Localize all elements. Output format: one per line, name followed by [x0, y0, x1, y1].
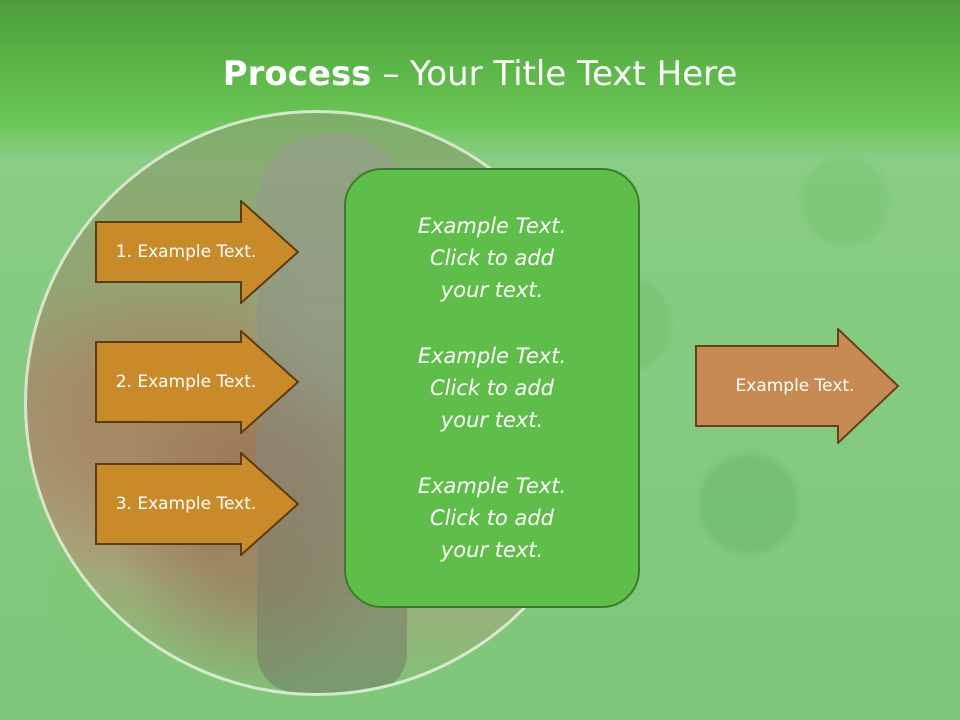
arrow-shape — [95, 200, 300, 304]
center-line: your text. — [440, 538, 544, 562]
step-arrow-2[interactable]: 2. Example Text. — [95, 330, 300, 434]
center-line: Click to add — [429, 246, 554, 270]
header-fade — [0, 122, 960, 162]
arrow-shape — [95, 452, 300, 556]
center-line: Example Text. — [417, 474, 567, 498]
center-block-3: Example Text. Click to add your text. — [418, 470, 566, 566]
center-line: Click to add — [429, 376, 554, 400]
arrow-shape — [695, 328, 900, 444]
title-bold: Process — [222, 54, 372, 94]
result-arrow[interactable]: Example Text. — [695, 328, 900, 444]
center-line: Click to add — [429, 506, 554, 530]
step-arrow-3[interactable]: 3. Example Text. — [95, 452, 300, 556]
header-band — [0, 0, 960, 130]
step-label: 1. Example Text. — [115, 242, 257, 262]
center-block-2: Example Text. Click to add your text. — [418, 340, 566, 436]
center-line: your text. — [440, 408, 544, 432]
arrow-shape — [95, 330, 300, 434]
center-line: your text. — [440, 278, 544, 302]
center-text-box[interactable]: Example Text. Click to add your text. Ex… — [344, 168, 640, 608]
center-block-1: Example Text. Click to add your text. — [418, 210, 566, 306]
center-line: Example Text. — [417, 344, 567, 368]
step-label: 3. Example Text. — [115, 494, 257, 514]
result-label: Example Text. — [735, 376, 855, 396]
step-arrow-1[interactable]: 1. Example Text. — [95, 200, 300, 304]
title-rest: – Your Title Text Here — [371, 54, 738, 94]
slide-title[interactable]: Process – Your Title Text Here — [0, 52, 960, 96]
step-label: 2. Example Text. — [115, 372, 257, 392]
center-line: Example Text. — [417, 214, 567, 238]
